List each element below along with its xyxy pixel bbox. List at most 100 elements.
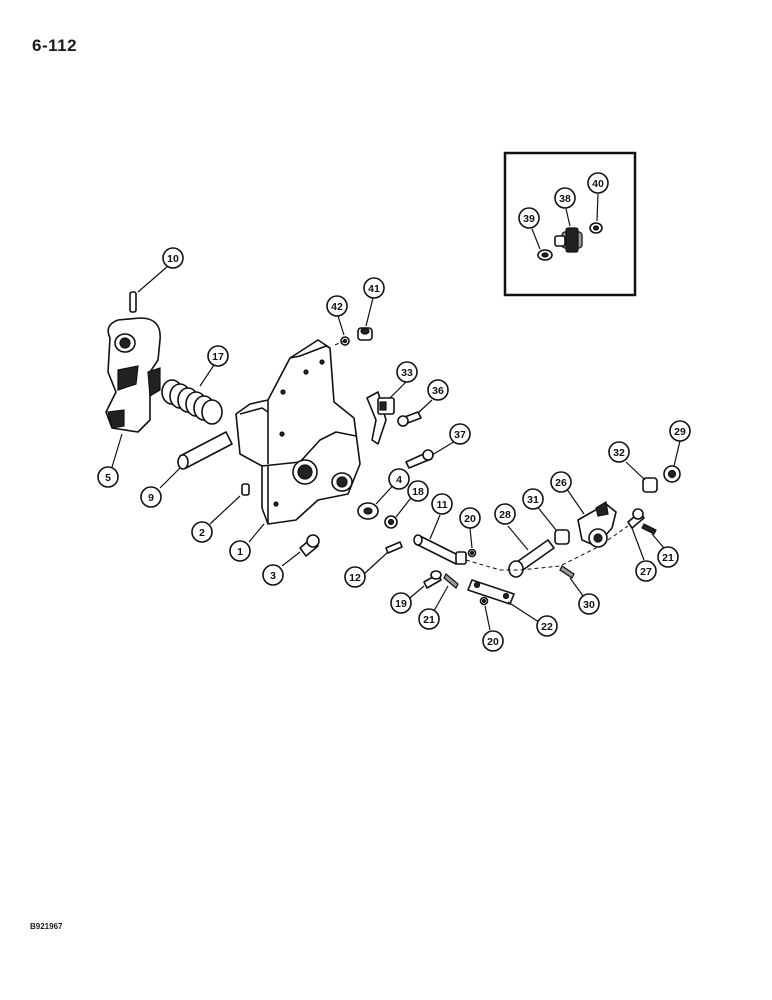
svg-text:27: 27 — [640, 566, 652, 578]
svg-text:18: 18 — [412, 486, 424, 498]
callout-10: 10 — [162, 247, 184, 269]
svg-text:38: 38 — [559, 193, 571, 205]
svg-text:19: 19 — [395, 598, 407, 610]
figure-code: B921967 — [30, 922, 63, 931]
part-19-clevis-pin — [423, 570, 442, 589]
callout-1: 1 — [229, 540, 251, 562]
svg-text:4: 4 — [396, 474, 402, 486]
part-20-nut-upper — [467, 548, 477, 558]
part-17-spring — [161, 379, 223, 425]
callout-31: 31 — [522, 488, 544, 510]
callout-41: 41 — [363, 277, 385, 299]
callout-38: 38 — [554, 187, 576, 209]
part-2-pin — [241, 483, 250, 496]
callout-40: 40 — [587, 172, 609, 194]
svg-text:3: 3 — [270, 570, 276, 582]
callout-2: 2 — [191, 521, 213, 543]
svg-text:17: 17 — [212, 351, 224, 363]
part-18-washer — [384, 515, 398, 529]
svg-text:5: 5 — [105, 472, 111, 484]
part-5-latch-hook — [105, 317, 161, 433]
svg-text:28: 28 — [499, 509, 511, 521]
part-38-fitting — [554, 227, 583, 253]
callout-27: 27 — [635, 560, 657, 582]
part-40-washer — [589, 222, 603, 234]
part-27-bolt — [627, 508, 645, 529]
part-32-bushing — [642, 477, 658, 493]
svg-text:37: 37 — [454, 429, 466, 441]
callout-37: 37 — [449, 423, 471, 445]
callout-5: 5 — [97, 466, 119, 488]
part-22-link — [467, 579, 515, 605]
callout-21-right: 21 — [657, 546, 679, 568]
svg-text:1: 1 — [237, 546, 243, 558]
callout-20-lower: 20 — [482, 630, 504, 652]
part-31-bushing — [554, 529, 570, 545]
svg-text:9: 9 — [148, 492, 154, 504]
svg-text:10: 10 — [167, 253, 179, 265]
part-28-pin — [508, 539, 555, 578]
svg-text:36: 36 — [432, 385, 444, 397]
callout-32: 32 — [608, 441, 630, 463]
part-20-nut-lower — [479, 596, 489, 606]
part-29-washer — [663, 465, 681, 483]
part-33-lever — [366, 391, 395, 445]
inset-frame — [503, 151, 637, 297]
part-37-bolt — [405, 449, 434, 469]
svg-text:12: 12 — [349, 572, 361, 584]
part-3-bolt — [299, 534, 320, 557]
part-30-cotter-pin — [559, 565, 575, 579]
part-42-nut — [340, 336, 350, 346]
callout-11: 11 — [431, 493, 453, 515]
part-21-cotter-pin-right — [641, 523, 657, 535]
callout-9: 9 — [140, 486, 162, 508]
svg-text:20: 20 — [487, 636, 499, 648]
svg-text:21: 21 — [423, 614, 435, 626]
part-9-pin — [177, 431, 233, 470]
callout-30: 30 — [578, 593, 600, 615]
callout-3: 3 — [262, 564, 284, 586]
svg-text:11: 11 — [436, 499, 447, 511]
callout-18: 18 — [407, 480, 429, 502]
callout-4: 4 — [388, 468, 410, 490]
svg-text:31: 31 — [527, 494, 539, 506]
part-1-bracket — [235, 339, 361, 525]
callout-20-upper: 20 — [459, 507, 481, 529]
part-41-fitting — [357, 327, 373, 341]
callout-39: 39 — [518, 207, 540, 229]
callout-33: 33 — [396, 361, 418, 383]
callout-28: 28 — [494, 503, 516, 525]
svg-text:33: 33 — [401, 367, 413, 379]
part-21-cotter-pin-left — [443, 573, 459, 589]
callout-36: 36 — [427, 379, 449, 401]
callout-17: 17 — [207, 345, 229, 367]
svg-text:29: 29 — [674, 426, 686, 438]
part-39-washer — [537, 249, 553, 261]
callout-26: 26 — [550, 471, 572, 493]
svg-text:2: 2 — [199, 527, 205, 539]
svg-text:40: 40 — [592, 178, 604, 190]
svg-text:22: 22 — [541, 621, 553, 633]
svg-text:42: 42 — [331, 301, 343, 313]
svg-text:20: 20 — [464, 513, 476, 525]
svg-text:30: 30 — [583, 599, 595, 611]
svg-text:21: 21 — [662, 552, 674, 564]
svg-text:26: 26 — [555, 477, 567, 489]
callout-19: 19 — [390, 592, 412, 614]
svg-text:39: 39 — [523, 213, 535, 225]
svg-text:41: 41 — [368, 283, 380, 295]
part-36-bolt — [397, 411, 422, 427]
part-4-washer — [357, 502, 379, 520]
callout-12: 12 — [344, 566, 366, 588]
callout-42: 42 — [326, 295, 348, 317]
callout-22: 22 — [536, 615, 558, 637]
part-26-clevis — [577, 501, 617, 548]
part-10-roll-pin — [129, 291, 137, 313]
page-number: 6-112 — [32, 36, 78, 55]
part-11-shaft — [413, 534, 467, 565]
svg-text:32: 32 — [613, 447, 625, 459]
part-12-roll-pin — [385, 541, 403, 554]
callout-21-left: 21 — [418, 608, 440, 630]
callout-29: 29 — [669, 420, 691, 442]
